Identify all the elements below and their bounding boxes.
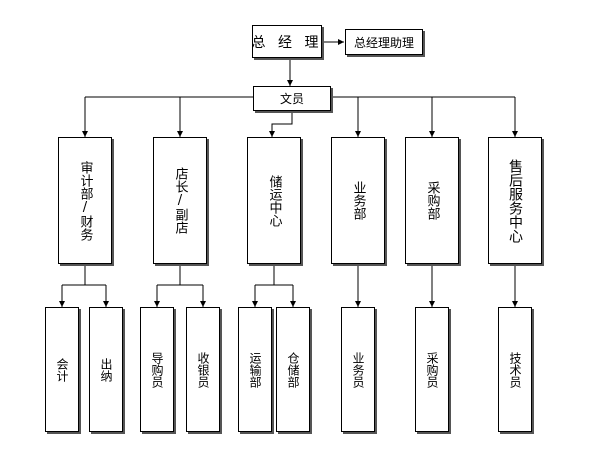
cash-register-clerk-box: 收银员 [186,307,220,432]
transport-dept-label: 运输部 [248,351,262,388]
business-dept-label: 业务部 [350,181,366,220]
business-dept-box: 业务部 [331,137,385,264]
general-manager-assistant-label: 总经理助理 [353,35,414,50]
shopping-guide-box: 导购员 [140,307,174,432]
clerk-label: 文员 [279,92,304,106]
after-sales-service-center-box: 售后服务中心 [488,137,542,264]
warehouse-dept-box: 仓储部 [276,307,310,432]
accounting-label: 会计 [55,357,69,382]
warehouse-dept-label: 仓储部 [286,351,300,388]
general-manager-label: 总 经 理 [251,34,323,51]
storage-transport-center-box: 储运中心 [247,137,301,264]
storage-transport-center-label: 储运中心 [266,174,282,227]
audit-finance-box: 审计部/财务 [58,137,112,264]
salesperson-box: 业务员 [341,307,375,432]
purchaser-box: 采购员 [415,307,449,432]
cash-register-clerk-label: 收银员 [196,351,210,388]
technician-box: 技术员 [498,307,532,432]
cashier-label: 出纳 [99,357,113,382]
shopping-guide-label: 导购员 [150,351,164,388]
technician-label: 技术员 [508,351,522,388]
purchasing-dept-box: 采购部 [405,137,459,264]
purchasing-dept-label: 采购部 [424,181,440,220]
purchaser-label: 采购员 [425,351,439,388]
general-manager-assistant-box: 总经理助理 [345,29,423,55]
after-sales-service-center-label: 售后服务中心 [507,158,523,243]
salesperson-label: 业务员 [351,351,365,388]
audit-finance-label: 审计部/财务 [77,160,93,241]
store-manager-box: 店长/副店 [153,137,207,264]
transport-dept-box: 运输部 [238,307,272,432]
store-manager-label: 店长/副店 [172,167,188,234]
accounting-box: 会计 [45,307,79,432]
general-manager-box: 总 经 理 [252,25,322,58]
clerk-box: 文员 [253,86,331,111]
cashier-box: 出纳 [89,307,123,432]
